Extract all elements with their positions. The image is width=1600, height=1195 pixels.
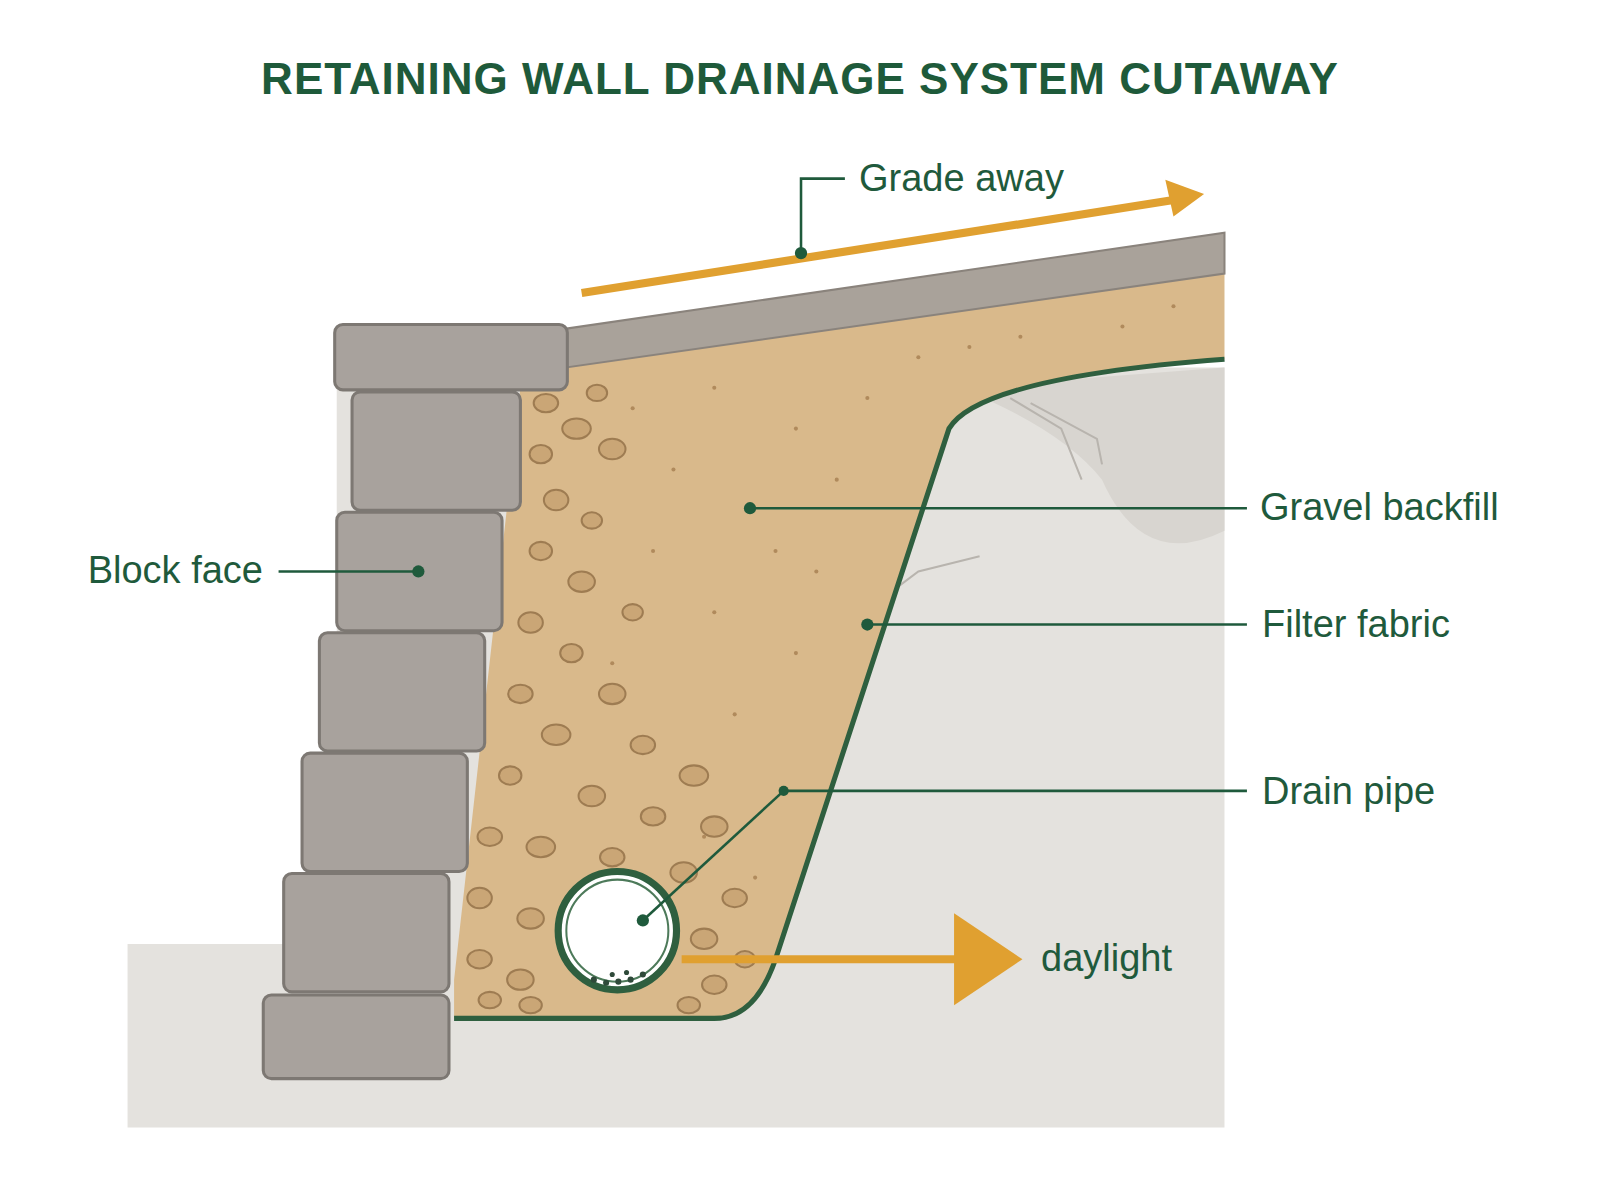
speckles — [610, 304, 1175, 880]
drain-pipe-inner — [566, 880, 668, 982]
gravel-backfill — [454, 274, 1224, 1019]
leader-lines — [279, 179, 1247, 921]
drain-pipe — [558, 871, 676, 989]
daylight-arrow — [682, 955, 965, 963]
part-label: Filter fabric — [1262, 603, 1450, 647]
part-label: Drain pipe — [1262, 770, 1435, 814]
wall-blocks — [263, 325, 567, 1079]
grade-arrow — [582, 200, 1174, 293]
diagram-title: RETAINING WALL DRAINAGE SYSTEM CUTAWAY — [0, 55, 1600, 103]
daylight-arrowhead — [954, 913, 1022, 1005]
part-label: Grade away — [859, 157, 1064, 201]
part-label: daylight — [1041, 937, 1172, 981]
part-label: Block face — [88, 549, 263, 593]
topsoil-layer — [566, 233, 1224, 368]
pipe-sediment — [591, 970, 646, 986]
part-label: Gravel backfill — [1260, 486, 1499, 530]
grade-arrowhead — [1165, 180, 1204, 217]
leader-dots — [412, 247, 873, 927]
filter-fabric — [454, 359, 1224, 1018]
